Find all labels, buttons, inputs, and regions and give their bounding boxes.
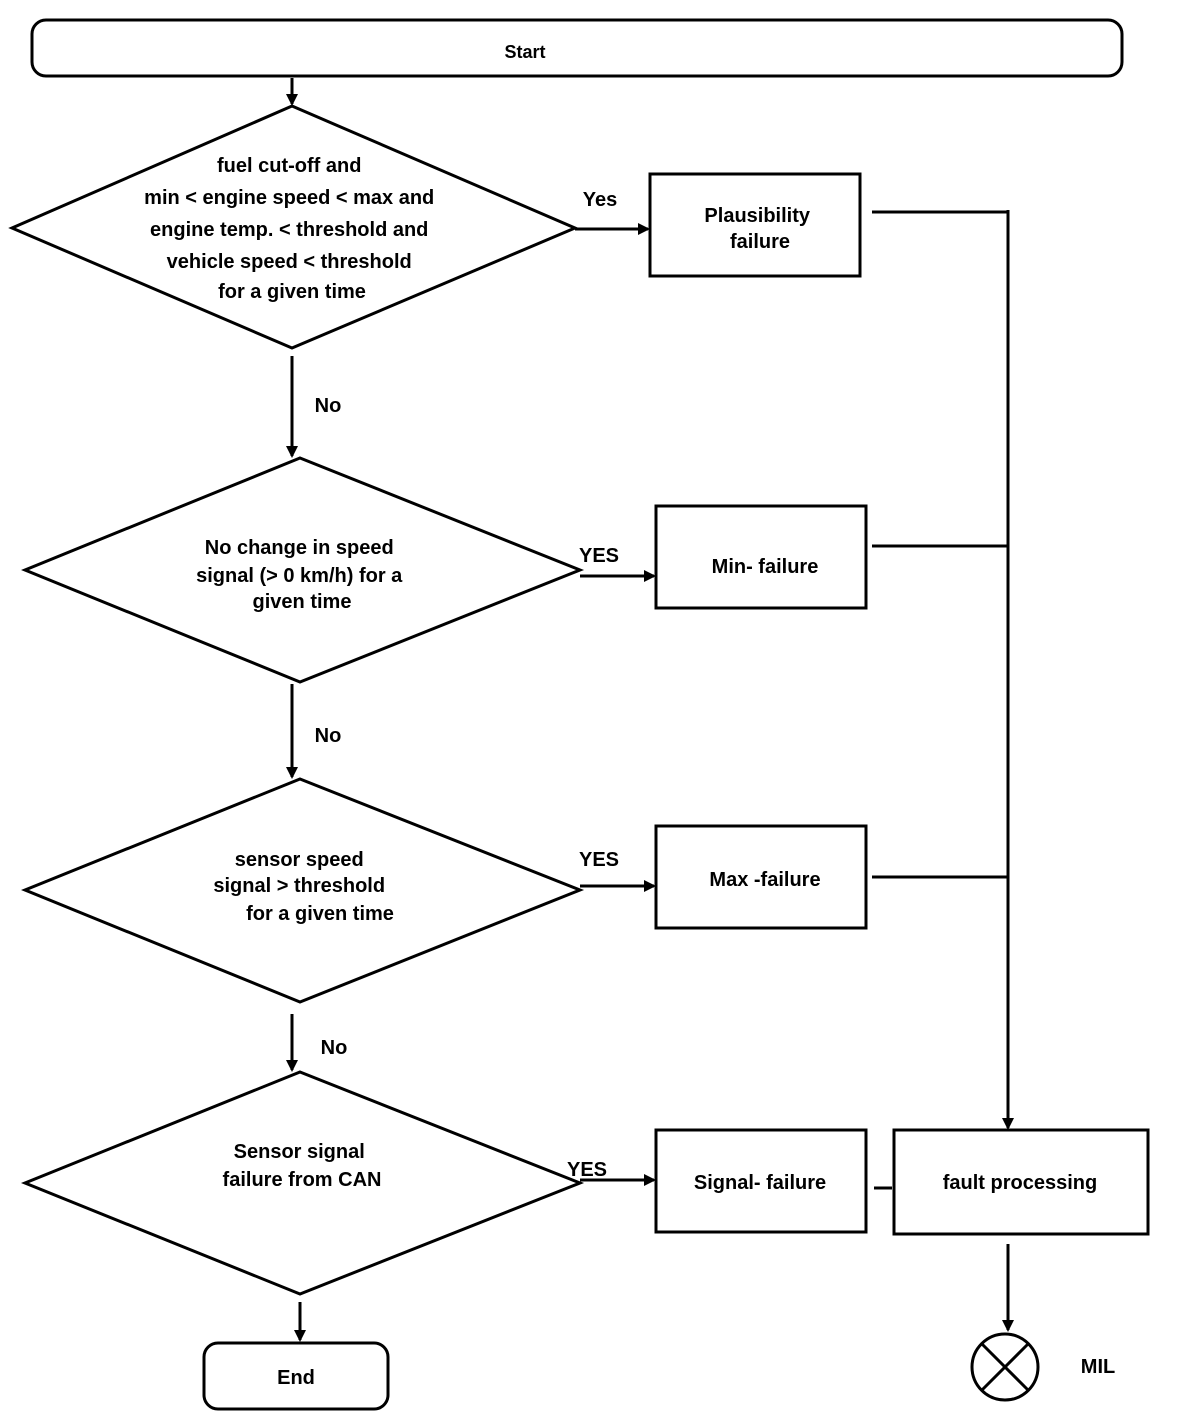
decision-2-yes-label: YES	[579, 545, 619, 567]
fault-processing-text: fault processing	[943, 1172, 1097, 1194]
mil-label: MIL	[1081, 1356, 1115, 1378]
max-failure-text: Max -failure	[709, 869, 820, 891]
decision-1-line-1: fuel cut-off and	[217, 155, 361, 177]
decision-3-text: sensor speed signal > threshold for a gi…	[213, 849, 394, 925]
decision-3: sensor speed signal > threshold for a gi…	[21, 777, 585, 1004]
max-failure-box: Max -failure	[654, 824, 868, 930]
end-label: End	[277, 1367, 315, 1389]
decision-1-line-3: engine temp. < threshold and	[150, 219, 428, 241]
decision-2-line-3: given time	[253, 591, 352, 613]
min-failure-text: Min- failure	[712, 556, 819, 578]
plausibility-failure-line-2: failure	[730, 231, 790, 253]
end-node: End	[202, 1341, 390, 1411]
decision-1-yes-label: Yes	[583, 189, 617, 211]
decision-4: Sensor signal failure from CAN	[20, 1070, 585, 1296]
decision-4-line-2: failure from CAN	[223, 1169, 382, 1191]
decision-1-line-2: min < engine speed < max and	[144, 187, 434, 209]
decision-2-line-1: No change in speed	[205, 537, 394, 559]
decision-2: No change in speed signal (> 0 km/h) for…	[21, 456, 585, 684]
decision-4-text: Sensor signal failure from CAN	[223, 1141, 382, 1191]
decision-1-no-label: No	[315, 395, 342, 417]
signal-failure-text: Signal- failure	[694, 1172, 826, 1194]
signal-failure-box: Signal- failure	[654, 1128, 868, 1234]
decision-3-line-1: sensor speed	[235, 849, 364, 871]
decision-1-line-4: vehicle speed < threshold	[167, 251, 412, 273]
fault-processing-box: fault processing	[892, 1128, 1150, 1236]
start-node: Start	[30, 18, 1124, 78]
decision-2-text: No change in speed signal (> 0 km/h) for…	[196, 537, 408, 613]
failure-collector-lines	[872, 210, 1014, 1190]
plausibility-failure-line-1: Plausibility	[704, 205, 810, 227]
decision-2-line-2: signal (> 0 km/h) for a	[196, 565, 403, 587]
decision-4-line-1: Sensor signal	[234, 1141, 365, 1163]
decision-1-text: fuel cut-off and min < engine speed < ma…	[144, 155, 440, 303]
plausibility-failure-text: Plausibility failure	[704, 205, 815, 253]
lamp-x-icon	[970, 1332, 1040, 1402]
min-failure-box: Min- failure	[654, 504, 868, 610]
decision-2-no-label: No	[315, 725, 342, 747]
plausibility-failure-box: Plausibility failure	[648, 172, 862, 278]
decision-1: fuel cut-off and min < engine speed < ma…	[8, 104, 579, 350]
decision-1-line-5: for a given time	[218, 281, 366, 303]
decision-3-line-3: for a given time	[246, 903, 394, 925]
decision-3-no-label: No	[321, 1037, 348, 1059]
decision-3-yes-label: YES	[579, 849, 619, 871]
decision-3-line-2: signal > threshold	[213, 875, 385, 897]
start-label: Start	[504, 42, 545, 62]
decision-4-yes-label: YES	[567, 1159, 607, 1181]
